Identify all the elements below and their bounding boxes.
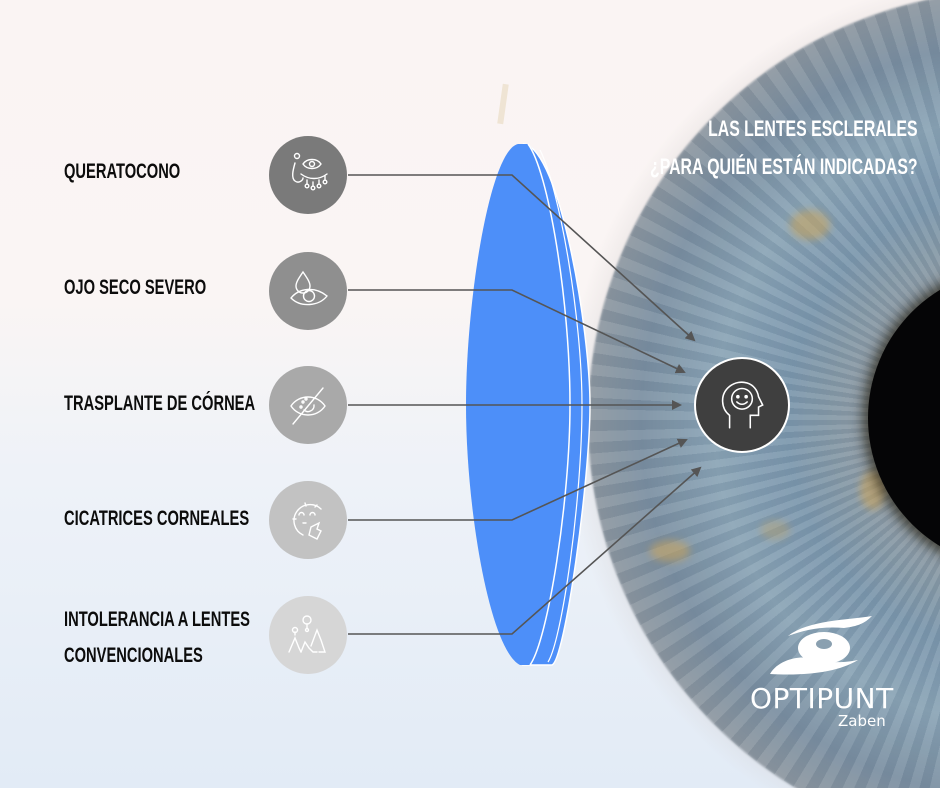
- headline-line2: ¿PARA QUIÉN ESTÁN INDICADAS?: [650, 154, 918, 179]
- dry-eye-drop-icon: [269, 252, 347, 330]
- label-cicatrices: CICATRICES CORNEALES: [64, 507, 250, 530]
- headline: LAS LENTES ESCLERALES ¿PARA QUIÉN ESTÁN …: [546, 110, 918, 186]
- brand-subname: Zaben: [838, 712, 886, 730]
- optipunt-eye-logo-icon: [770, 616, 872, 675]
- label-intolerancia-2: CONVENCIONALES: [64, 644, 203, 667]
- brand-name: OPTIPUNT: [750, 682, 894, 715]
- label-intolerancia-1: INTOLERANCIA A LENTES: [64, 608, 250, 631]
- happy-head-icon: [694, 357, 790, 453]
- label-ojo-seco: OJO SECO SEVERO: [64, 276, 207, 299]
- label-queratocono: QUERATOCONO: [64, 160, 181, 183]
- label-trasplante: TRASPLANTE DE CÓRNEA: [64, 392, 256, 415]
- headline-line1: LAS LENTES ESCLERALES: [708, 116, 918, 141]
- keratoconus-eye-tears-icon: [269, 136, 347, 214]
- crossed-eye-icon: [269, 366, 347, 444]
- scarred-face-icon: [269, 481, 347, 559]
- blurred-landscape-icon: [269, 596, 347, 674]
- connector-lines: [348, 174, 702, 635]
